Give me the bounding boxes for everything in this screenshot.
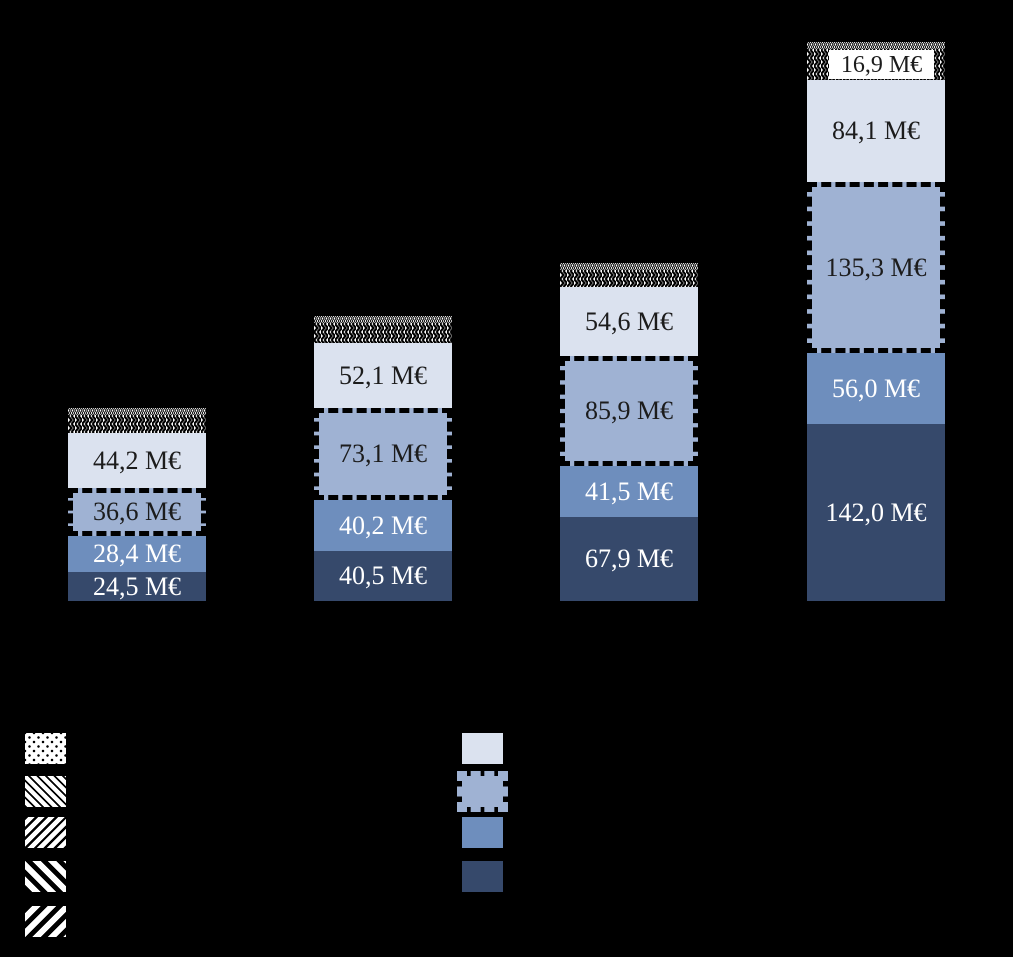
legend-swatch-slash-stripes [25, 817, 66, 848]
legend-swatch-light-blue [462, 733, 503, 764]
bar-column-3: 54,6 M€ 85,9 M€ 41,5 M€ 67,9 M€ [560, 263, 698, 601]
bar2-light-blue-segment: 52,1 M€ [314, 343, 452, 408]
legend-swatch-thick-backslash-stripes [25, 861, 66, 892]
herringbone-pattern [68, 408, 206, 433]
segment-value-label: 54,6 M€ [584, 306, 674, 336]
bar-column-1: 44,2 M€ 36,6 M€ 28,4 M€ 24,5 M€ [68, 408, 206, 601]
bar-column-4: 16,9 M€ 84,1 M€ 135,3 M€ 56,0 M€ 142,0 M… [807, 42, 945, 601]
bar4-hatched-cap-segment: 16,9 M€ [807, 42, 945, 80]
bar3-hatched-cap-segment [560, 263, 698, 287]
segment-value-label: 52,1 M€ [338, 360, 428, 390]
segment-value-label: 67,9 M€ [584, 544, 674, 573]
bar1-light-blue-segment: 44,2 M€ [68, 433, 206, 488]
legend-swatch-medium-blue [462, 817, 503, 848]
herringbone-pattern [314, 316, 452, 343]
segment-value-label: 36,6 M€ [92, 497, 182, 526]
segment-value-label: 56,0 M€ [831, 373, 921, 403]
segment-value-label: 24,5 M€ [92, 571, 182, 601]
bar3-dark-navy-segment: 67,9 M€ [560, 517, 698, 601]
segment-value-label: 142,0 M€ [825, 497, 927, 527]
bar3-light-blue-segment: 54,6 M€ [560, 287, 698, 356]
legend-swatch-thin-backslash-stripes [25, 776, 66, 807]
herringbone-pattern [560, 263, 698, 287]
segment-value-label: 84,1 M€ [831, 116, 921, 145]
bar1-hatched-cap-segment [68, 408, 206, 433]
bar2-dark-navy-segment: 40,5 M€ [314, 551, 452, 601]
segment-value-label: 85,9 M€ [584, 396, 674, 425]
bar4-dotted-segment: 135,3 M€ [807, 182, 945, 353]
segment-value-label: 28,4 M€ [92, 539, 182, 568]
bar4-light-blue-segment: 84,1 M€ [807, 80, 945, 182]
bar3-dotted-segment: 85,9 M€ [560, 356, 698, 466]
segment-value-label: 135,3 M€ [825, 252, 927, 282]
segment-value-label: 73,1 M€ [338, 439, 428, 468]
bar1-dotted-segment: 36,6 M€ [68, 488, 206, 536]
legend-swatch-dots [25, 733, 66, 764]
segment-value-label: 40,2 M€ [338, 510, 428, 540]
bar2-medium-blue-segment: 40,2 M€ [314, 500, 452, 551]
segment-value-label: 40,5 M€ [338, 561, 428, 590]
segment-value-label: 16,9 M€ [840, 51, 923, 78]
bar1-dark-navy-segment: 24,5 M€ [68, 572, 206, 601]
bar1-medium-blue-segment: 28,4 M€ [68, 536, 206, 572]
legend-swatch-dotted-blue [457, 771, 508, 812]
bar2-dotted-segment: 73,1 M€ [314, 408, 452, 500]
bar3-medium-blue-segment: 41,5 M€ [560, 466, 698, 517]
legend-swatch-thick-slash-stripes [25, 906, 66, 937]
segment-value-label: 41,5 M€ [584, 476, 674, 506]
segment-value-label: 44,2 M€ [92, 445, 182, 475]
cap-value-label-box: 16,9 M€ [829, 50, 934, 79]
bar4-medium-blue-segment: 56,0 M€ [807, 353, 945, 424]
legend-swatch-dark-navy [462, 861, 503, 892]
bar2-hatched-cap-segment [314, 316, 452, 343]
bar4-dark-navy-segment: 142,0 M€ [807, 424, 945, 601]
bar-column-2: 52,1 M€ 73,1 M€ 40,2 M€ 40,5 M€ [314, 316, 452, 601]
